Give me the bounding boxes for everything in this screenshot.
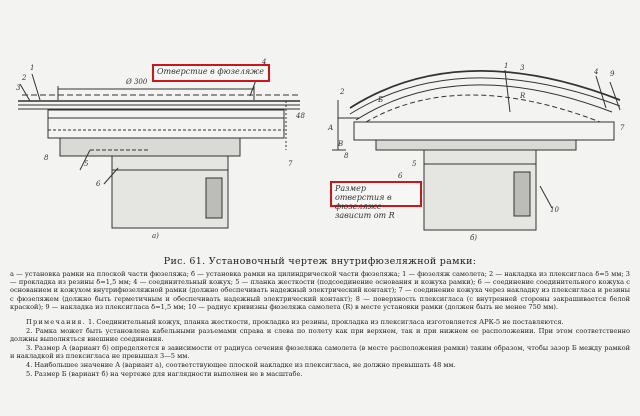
part-number-6-left: 6	[96, 180, 101, 188]
part-number-9-right: 9	[610, 70, 615, 78]
variant-b-label: б)	[470, 234, 478, 242]
part-number-1-left: 1	[30, 64, 35, 72]
technical-drawing	[18, 63, 621, 231]
part-number-10-right: 10	[550, 206, 559, 214]
note-3: 3. Размер А (вариант б) определяется в з…	[10, 343, 630, 361]
frame-base-right	[423, 149, 537, 231]
part-number-4-right: 4	[594, 68, 599, 76]
dimension-a-label: А	[328, 124, 334, 132]
part-number-2-left: 2	[22, 74, 27, 82]
part-number-7-left: 7	[288, 160, 293, 168]
part-number-1-right: 1	[504, 62, 509, 70]
variant-a-label: а)	[152, 232, 159, 240]
dimension-b-label: Б	[378, 96, 384, 104]
callout-hole-left: Отверстие в фюзеляже	[152, 64, 270, 82]
diameter-label: Ø 300	[126, 78, 148, 86]
note-5: 5. Размер Б (вариант б) на чертеже для н…	[26, 369, 303, 378]
section-v-label: В	[338, 140, 344, 148]
note-2: 2. Рамка может быть установлена кабельны…	[10, 326, 630, 344]
part-number-6-right: 6	[398, 172, 403, 180]
part-number-3-left: 3	[16, 84, 21, 92]
part-number-8-left: 8	[44, 154, 49, 162]
part-number-2-right: 2	[340, 88, 345, 96]
part-number-7-right: 7	[620, 124, 625, 132]
notes-heading: Примечания.	[26, 318, 86, 326]
frame-housing-right	[353, 121, 615, 141]
part-number-5-left: 5	[84, 160, 89, 168]
figure-legend: а — установка рамки на плоской части фюз…	[10, 270, 630, 311]
part-number-4-left: 4	[262, 58, 267, 66]
note-4: 4. Наибольшее значение А (вариант а), со…	[26, 360, 456, 369]
dimension-48-label: 48	[296, 112, 305, 120]
figure-caption: Рис. 61. Установочный чертеж внутрифюзел…	[163, 256, 477, 267]
callout-hole-right-text: Размер отверстия в фюзеляже зависит от R	[335, 184, 395, 220]
note-1: 1. Соединительный кожух, планка жесткост…	[88, 318, 564, 326]
part-number-8-right: 8	[344, 152, 349, 160]
frame-housing-left	[47, 109, 285, 139]
callout-hole-right: Размер отверстия в фюзеляже зависит от R	[330, 181, 422, 220]
part-number-3-right: 3	[520, 64, 525, 72]
part-number-5-right: 5	[412, 160, 417, 168]
notes-block: Примечания. 1. Соединительный кожух, пла…	[10, 318, 630, 378]
radius-r-label: R	[520, 92, 526, 100]
curved-fuselage-right	[349, 70, 621, 109]
callout-hole-left-text: Отверстие в фюзеляже	[157, 67, 264, 76]
